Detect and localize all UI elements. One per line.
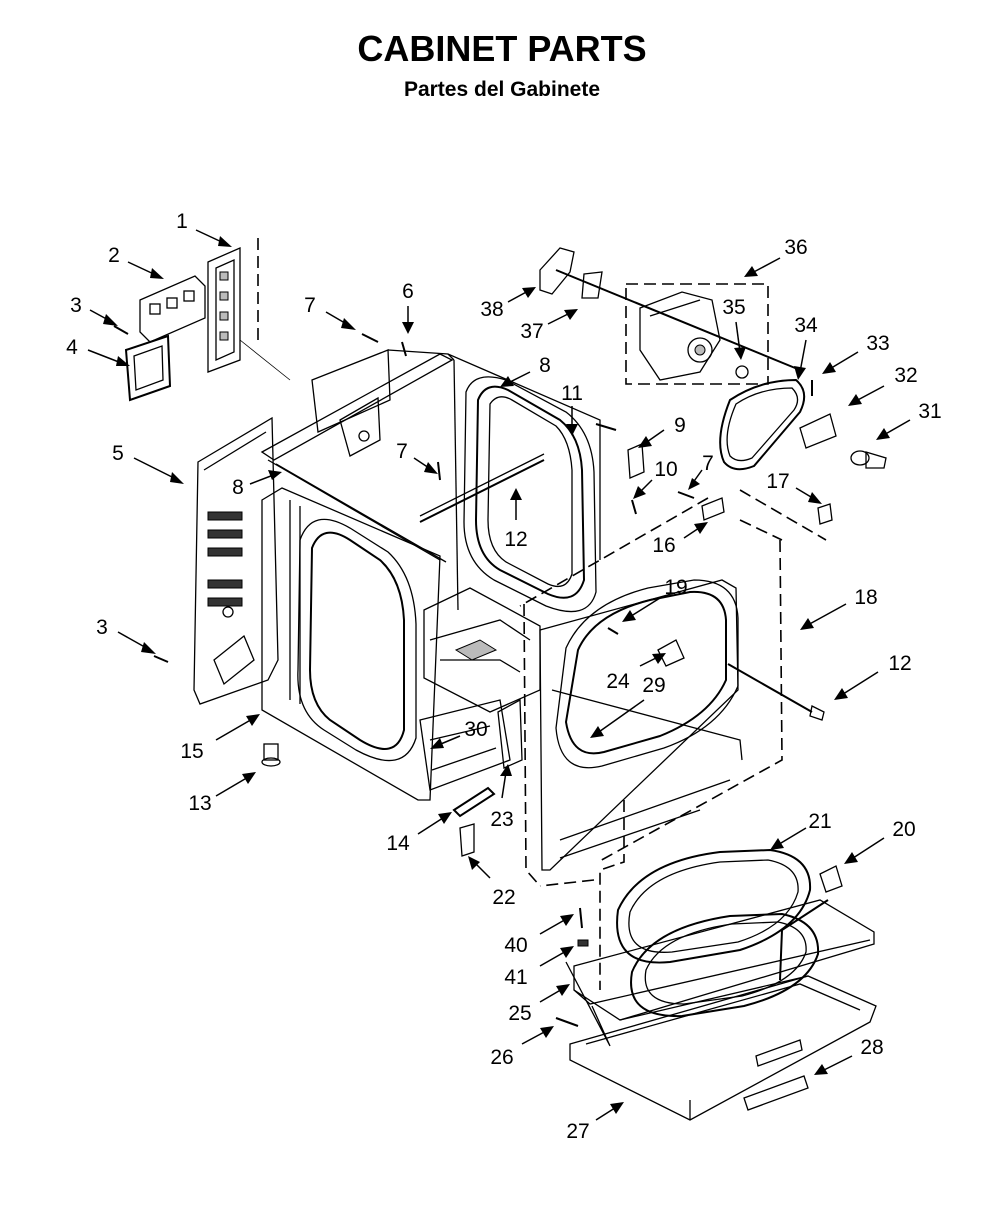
part-37-hanger <box>581 271 603 299</box>
callout-28: 28 <box>860 1036 883 1059</box>
part-5-rear-panel <box>193 416 279 705</box>
callout-22: 22 <box>492 886 515 909</box>
part-20-hinge <box>779 865 843 981</box>
part-30-bracket <box>419 699 511 791</box>
part-18-front-panel <box>523 519 783 887</box>
part-3-screw-top <box>113 325 129 335</box>
callout-35: 35 <box>722 296 745 319</box>
callout-13: 13 <box>188 792 211 815</box>
part-4-frame <box>124 334 172 402</box>
callout-7-a: 7 <box>304 294 316 317</box>
callout-31: 31 <box>918 400 941 423</box>
part-7-screw-c <box>677 491 695 499</box>
part-12-rod-right <box>727 663 813 713</box>
callout-12-right: 12 <box>888 652 911 675</box>
part-26-screw <box>555 1017 579 1027</box>
callout-17: 17 <box>766 470 789 493</box>
part-16-brace <box>519 489 827 607</box>
callout-37: 37 <box>520 320 543 343</box>
callout-33: 33 <box>866 332 889 355</box>
callout-labels: 1 2 3 4 5 3 15 13 14 7 6 8 8 7 11 12 30 … <box>66 210 942 1143</box>
part-2-switch-block <box>139 275 206 343</box>
callout-24: 24 <box>606 670 630 693</box>
callout-11: 11 <box>561 382 583 405</box>
part-28-handle <box>743 1039 809 1111</box>
part-10-screw <box>631 499 637 515</box>
callout-15: 15 <box>180 740 203 763</box>
callout-8-top: 8 <box>539 354 551 377</box>
part-3-screw-lower <box>153 655 169 663</box>
part-17-screw <box>817 503 833 525</box>
part-1-bracket <box>207 238 291 381</box>
callout-8-left: 8 <box>232 476 244 499</box>
callout-7-b: 7 <box>396 440 408 463</box>
callout-21: 21 <box>808 810 831 833</box>
callout-18: 18 <box>854 586 877 609</box>
callout-10: 10 <box>654 458 677 481</box>
callout-26: 26 <box>490 1046 513 1069</box>
callout-14: 14 <box>386 832 410 855</box>
part-6-clip <box>339 341 407 457</box>
part-14-strip <box>452 786 496 818</box>
parts-drawing <box>113 238 887 1121</box>
callout-34: 34 <box>794 314 818 337</box>
callout-40: 40 <box>504 934 527 957</box>
part-38-hanger <box>539 247 575 295</box>
part-19-screw <box>607 627 619 635</box>
page-subtitle: Partes del Gabinete <box>404 78 600 101</box>
callout-9: 9 <box>674 414 686 437</box>
part-23-bracket <box>497 698 523 769</box>
part-25-door-panel <box>573 899 875 1021</box>
callout-36: 36 <box>784 236 807 259</box>
callout-6: 6 <box>402 280 414 303</box>
cabinet-side-panel <box>261 487 441 801</box>
cabinet-top-panel <box>311 349 601 611</box>
callout-3-lower: 3 <box>96 616 108 639</box>
part-21-door-gasket <box>616 848 812 964</box>
part-11-latch <box>595 423 617 431</box>
part-40-screw <box>579 907 583 929</box>
callout-19: 19 <box>664 576 687 599</box>
part-9-switch <box>627 443 645 479</box>
callout-2: 2 <box>108 244 120 267</box>
callout-7-c: 7 <box>702 452 714 475</box>
callout-4: 4 <box>66 336 78 359</box>
callout-16: 16 <box>652 534 675 557</box>
cabinet-back-panel <box>463 376 597 613</box>
callout-29: 29 <box>642 674 665 697</box>
callout-30: 30 <box>464 718 487 741</box>
part-31-pulley <box>850 450 887 469</box>
callout-20: 20 <box>892 818 915 841</box>
callout-23: 23 <box>490 808 513 831</box>
part-13-foot <box>261 743 281 767</box>
callout-5: 5 <box>112 442 124 465</box>
part-8-top-brace <box>260 353 454 563</box>
cabinet-base-frame <box>423 587 541 713</box>
part-12-rod <box>419 459 545 523</box>
part-22-clip <box>459 823 475 857</box>
callout-3-top: 3 <box>70 294 82 317</box>
callout-1: 1 <box>176 210 188 233</box>
callout-12-center: 12 <box>504 528 527 551</box>
callout-32: 32 <box>894 364 917 387</box>
part-34-belt <box>719 378 806 471</box>
leader-arrows <box>87 229 911 1121</box>
callout-38: 38 <box>480 298 503 321</box>
part-36-motor-assembly <box>625 283 769 385</box>
page-title: CABINET PARTS <box>357 28 646 69</box>
part-32-bracket <box>799 413 837 449</box>
callout-41: 41 <box>504 966 527 989</box>
callout-27: 27 <box>566 1120 589 1143</box>
part-41-washer <box>577 939 589 947</box>
callout-25: 25 <box>508 1002 531 1025</box>
part-7-screw-b <box>437 461 441 481</box>
part-24-switch <box>657 639 685 667</box>
part-7-screw-a <box>361 333 379 343</box>
part-27-door-frame <box>569 975 877 1121</box>
